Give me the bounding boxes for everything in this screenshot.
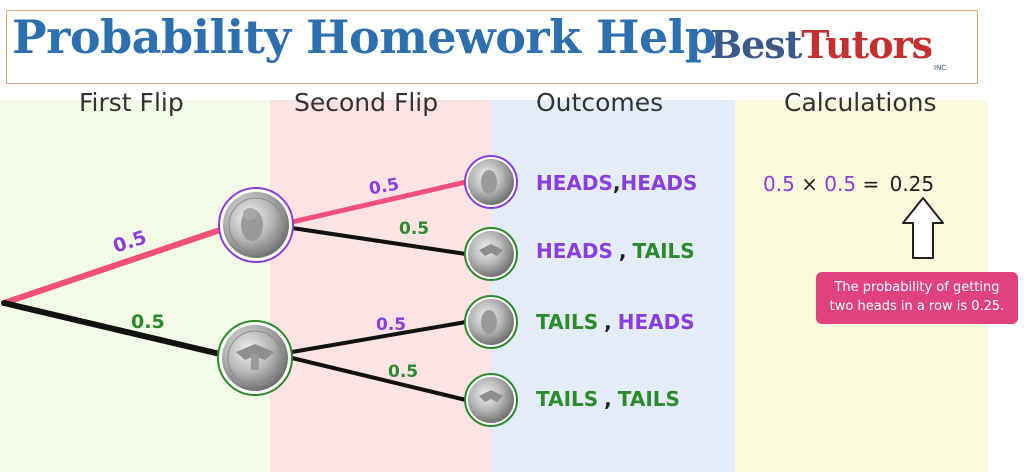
header-banner	[6, 10, 978, 84]
outcome-2-first: HEADS	[536, 239, 613, 263]
outcome-4-first: TAILS	[536, 387, 599, 411]
result-callout: The probability of getting two heads in …	[816, 272, 1018, 324]
prob-tails-heads: 0.5	[376, 315, 407, 335]
branch-start-tails	[1, 300, 223, 357]
outcome-heads-heads: HEADS,HEADS	[536, 171, 697, 195]
prob-first-tails: 0.5	[131, 311, 165, 333]
branch-tails-heads	[290, 320, 468, 354]
callout-line-1: The probability of getting	[834, 280, 1000, 295]
outcome-tails-tails: TAILS,TAILS	[536, 387, 680, 411]
outcome-4-second: TAILS	[617, 387, 680, 411]
logo-inc: INC	[934, 64, 947, 72]
outcome-1-comma: ,	[612, 171, 621, 195]
coin-tails-tails	[464, 373, 518, 427]
outcome-4-comma: ,	[604, 387, 612, 411]
outcome-3-first: TAILS	[536, 310, 599, 334]
outcome-heads-tails: HEADS,TAILS	[536, 239, 695, 263]
coin-heads-heads	[464, 155, 518, 209]
besttutors-logo: BestTutors	[710, 22, 933, 67]
second-flip-heading: Second Flip	[294, 88, 439, 117]
coin-tails-first	[217, 320, 293, 396]
coin-tails-heads	[464, 295, 518, 349]
calc-factor-a: 0.5	[763, 172, 795, 196]
prob-tails-tails: 0.5	[388, 362, 419, 382]
coin-heads-tails	[464, 227, 518, 281]
calc-times: ×	[801, 172, 818, 196]
up-arrow-icon	[902, 197, 944, 259]
outcome-2-comma: ,	[618, 239, 627, 263]
outcome-1-first: HEADS	[536, 171, 613, 195]
calc-result: 0.25	[889, 172, 935, 196]
calc-equals: =	[862, 172, 880, 196]
coin-heads-first	[218, 187, 294, 263]
calculations-heading: Calculations	[784, 88, 937, 117]
branch-start-heads	[1, 227, 223, 306]
page-title: Probability Homework Help	[12, 10, 717, 64]
outcome-1-second: HEADS	[620, 171, 698, 195]
outcome-3-second: HEADS	[617, 310, 695, 334]
first-flip-heading: First Flip	[79, 88, 184, 117]
outcome-tails-heads: TAILS,HEADS	[536, 310, 695, 334]
branch-heads-tails	[290, 226, 468, 256]
branch-heads-heads	[289, 179, 469, 225]
branch-tails-tails	[290, 356, 468, 402]
logo-best: Best	[710, 22, 802, 67]
logo-tutors: Tutors	[801, 22, 933, 67]
prob-heads-tails: 0.5	[399, 219, 430, 239]
second-flip-band	[270, 100, 492, 472]
outcome-2-second: TAILS	[632, 239, 695, 263]
outcomes-band	[492, 100, 735, 472]
callout-line-2: two heads in a row is 0.25.	[829, 299, 1005, 314]
outcomes-heading: Outcomes	[536, 88, 664, 117]
calculation-equation: 0.5 × 0.5 = 0.25	[763, 172, 934, 196]
outcome-3-comma: ,	[604, 310, 612, 334]
calc-factor-b: 0.5	[824, 172, 857, 196]
